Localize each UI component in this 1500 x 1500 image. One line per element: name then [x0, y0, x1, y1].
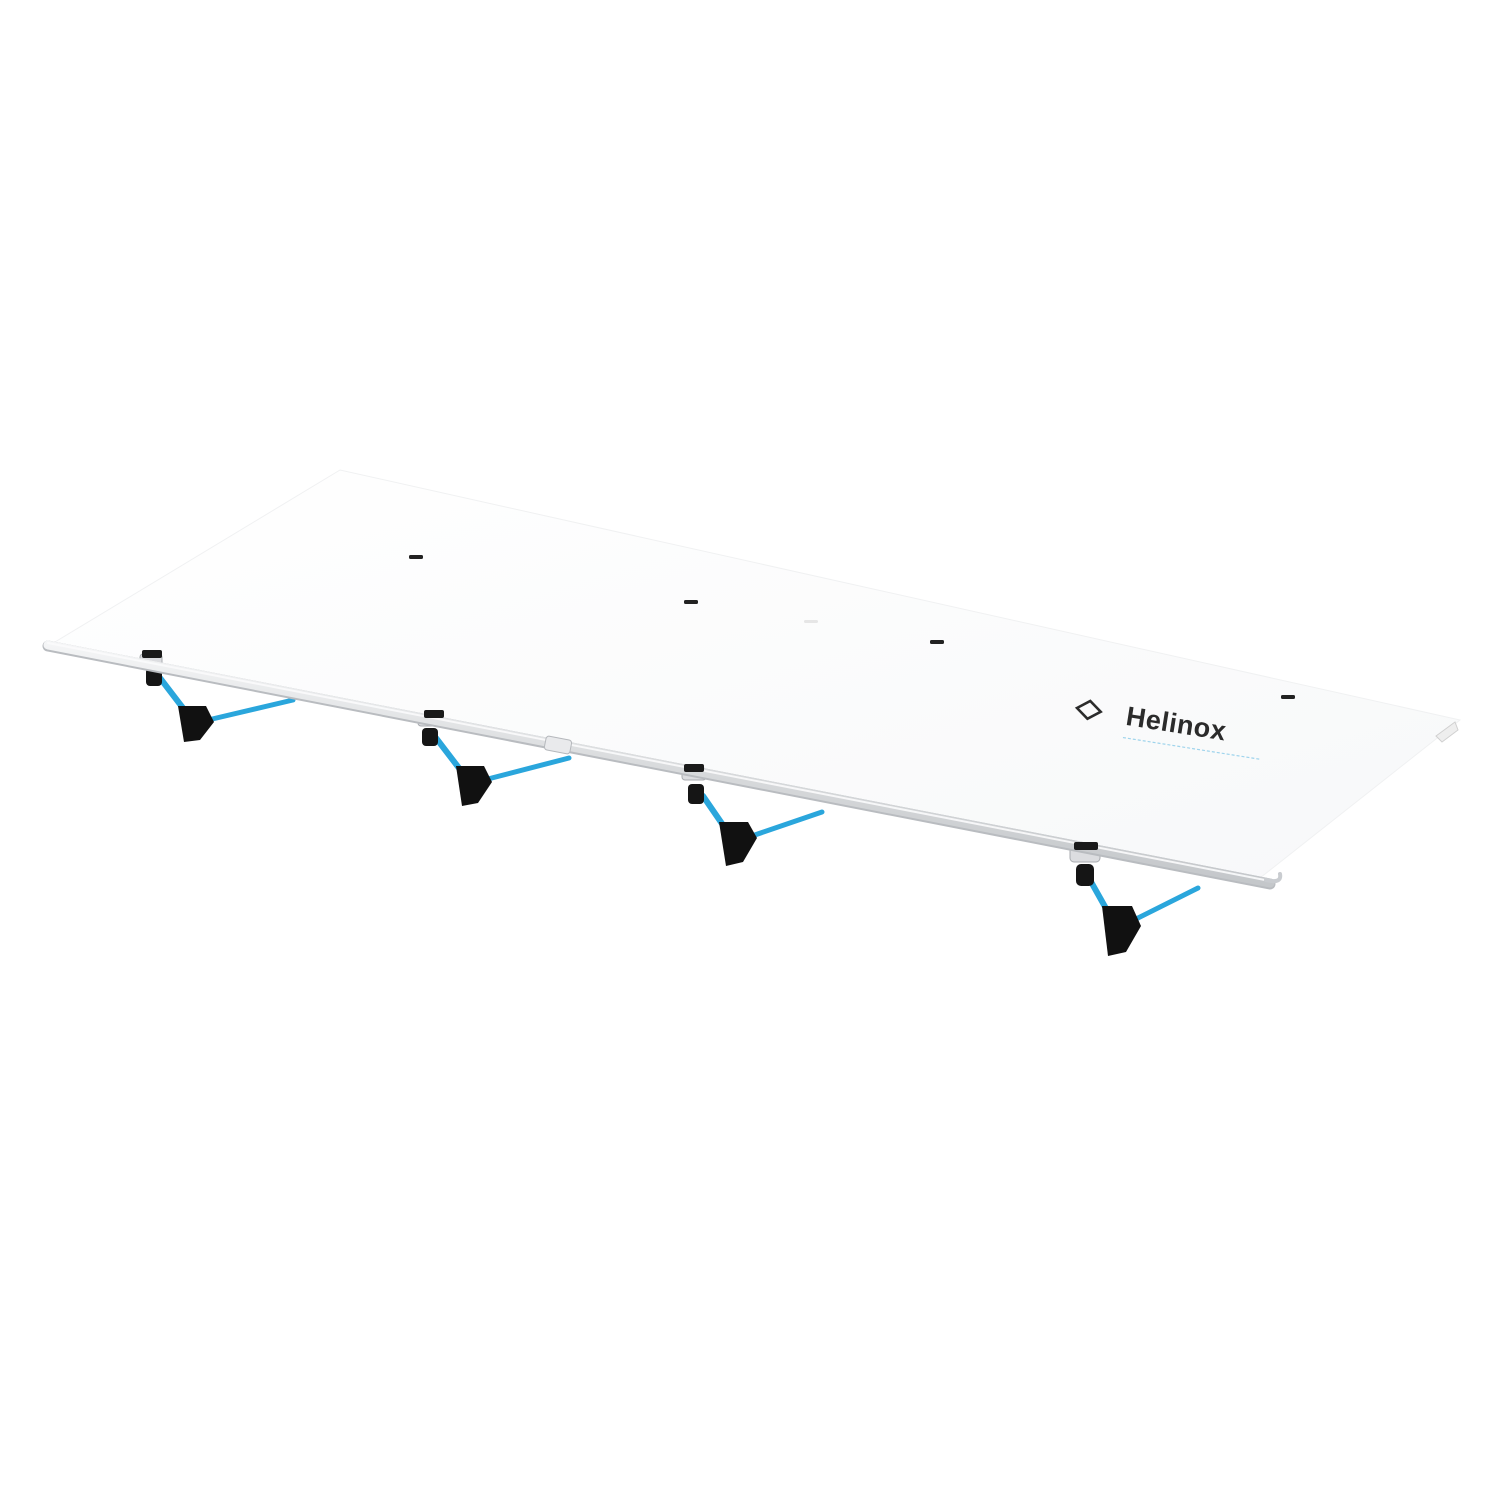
deck-clip	[684, 600, 698, 604]
pole-joint-sleeve	[543, 735, 573, 755]
deck-clip	[409, 555, 423, 559]
deck-clip	[930, 640, 944, 644]
leg-foot	[719, 822, 757, 866]
cot-deck	[48, 469, 1462, 879]
side-pole	[42, 640, 1283, 890]
pole-clips	[142, 650, 1098, 850]
leg-foot	[178, 706, 214, 742]
helinox-diamond-logo-icon	[1074, 699, 1103, 721]
pole-clip	[142, 650, 162, 658]
pole-clip	[684, 764, 704, 772]
pole-end-cap	[1264, 872, 1283, 884]
deck-clip	[1281, 695, 1295, 699]
deck-clips	[409, 555, 1459, 743]
deck-clip	[804, 620, 818, 623]
leg-foot	[1102, 906, 1141, 956]
brand-tagline-line	[1122, 736, 1262, 761]
deck-corner-tab	[1435, 721, 1459, 743]
pole-clip	[424, 710, 444, 718]
pole-clip	[1074, 842, 1098, 850]
leg-foot	[456, 766, 492, 806]
